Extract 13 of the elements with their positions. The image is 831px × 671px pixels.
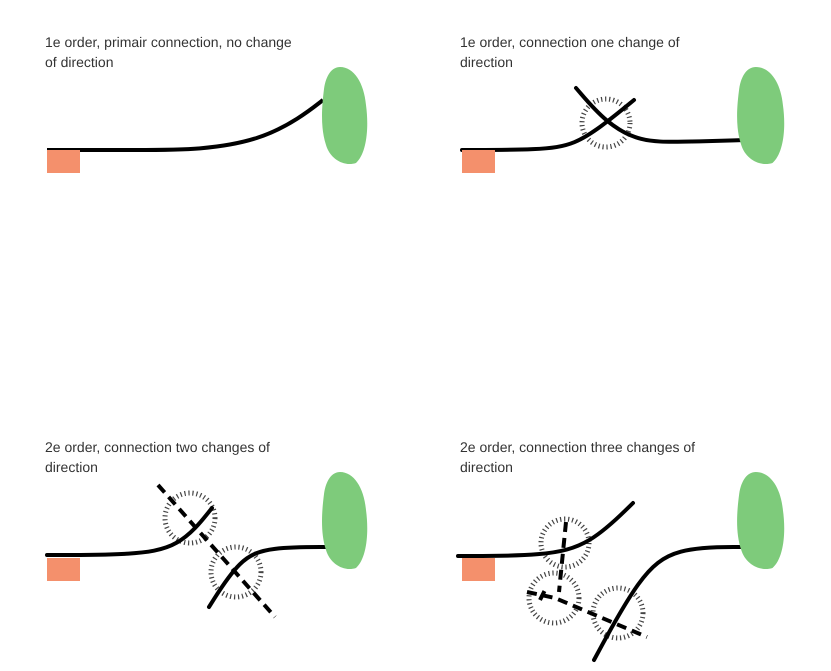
small-rectangle: [47, 150, 80, 173]
caption-text: 1e order, connection one change of direction: [460, 33, 681, 72]
caption-text: 1e order, primair connection, no change of direction: [45, 33, 293, 72]
connection-line: [45, 98, 325, 152]
caption-text: 2e order, connection three changes of direction: [460, 438, 696, 477]
small-rectangle: [462, 150, 495, 173]
blob-shape: [320, 470, 368, 570]
blob-shape: [735, 470, 785, 570]
small-rectangle: [47, 558, 80, 581]
blob-shape: [735, 65, 785, 165]
blob-shape: [320, 65, 368, 165]
small-rectangle: [462, 558, 495, 581]
caption-text: 2e order, connection two changes of direction: [45, 438, 271, 477]
